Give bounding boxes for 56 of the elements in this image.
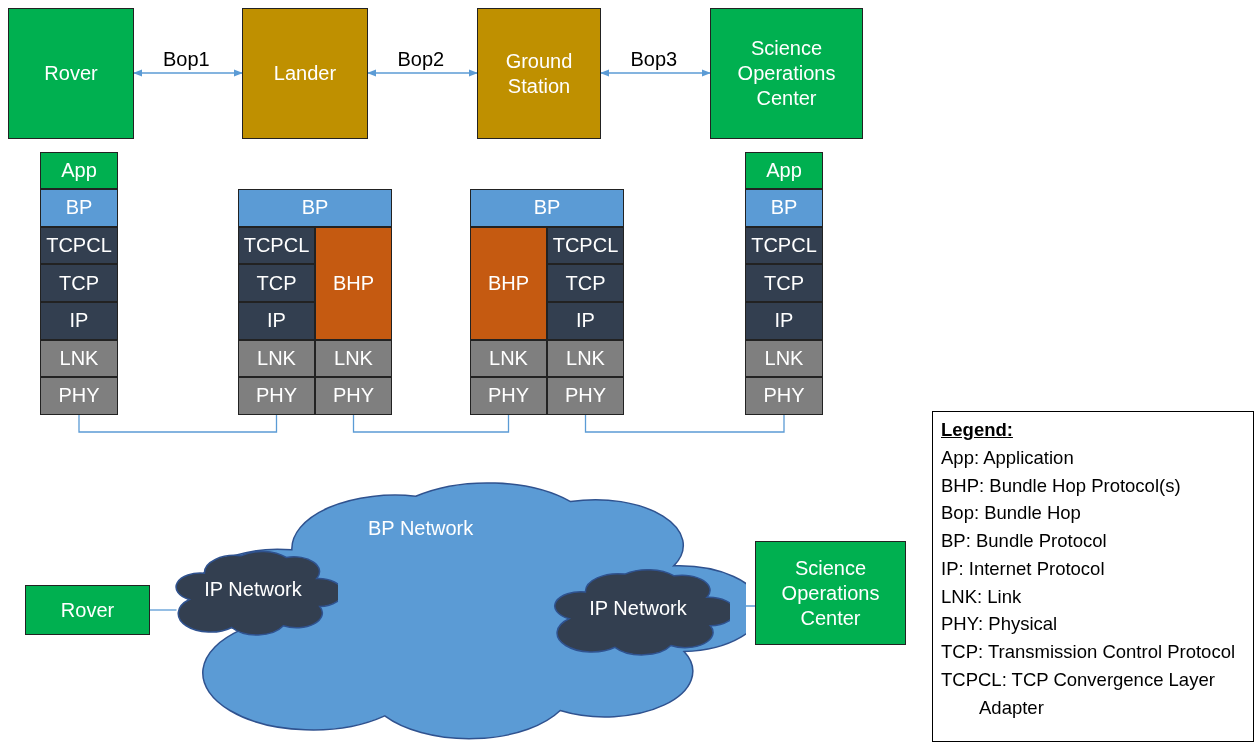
legend-heading: Legend: <box>941 418 1014 442</box>
arrow <box>367 69 478 77</box>
legend-entry: IP: Internet Protocol <box>941 556 1106 581</box>
protocol-layer: LNK <box>238 339 315 378</box>
arrow <box>600 69 711 77</box>
protocol-layer: PHY <box>40 377 118 415</box>
protocol-layer: PHY <box>470 377 547 415</box>
ground-node-box: Rover <box>25 585 150 635</box>
protocol-layer: App <box>40 151 118 190</box>
arrow <box>133 69 243 77</box>
legend-entry: BP: Bundle Protocol <box>941 529 1108 553</box>
protocol-layer: TCP <box>547 264 624 302</box>
legend-entry: PHY: Physical <box>941 612 1059 637</box>
legend-entry: BHP: Bundle Hop Protocol(s) <box>941 473 1182 498</box>
relay-node-box: Lander <box>242 8 368 139</box>
protocol-layer: App <box>745 151 823 190</box>
connector-line <box>352 414 510 433</box>
protocol-layer: IP <box>547 302 624 340</box>
protocol-layer: BP <box>40 189 118 227</box>
legend-entry: App: Application <box>941 445 1075 470</box>
legend-entry: TCPCL: TCP Convergence Layer Adapter <box>941 667 1216 720</box>
protocol-layer: LNK <box>745 339 823 378</box>
connector-line <box>584 414 785 433</box>
legend-entry: TCP: Transmission Control Protocol <box>941 640 1237 664</box>
protocol-layer: IP <box>238 302 315 340</box>
protocol-layer: IP <box>40 302 118 340</box>
protocol-layer: TCP <box>745 264 823 302</box>
protocol-layer: TCPCL <box>547 226 624 265</box>
protocol-layer: TCP <box>40 264 118 302</box>
protocol-layer: LNK <box>315 339 392 378</box>
legend-entry: LNK: Link <box>941 584 1023 609</box>
protocol-layer: TCPCL <box>745 226 823 265</box>
protocol-layer: LNK <box>40 339 118 378</box>
protocol-layer: TCPCL <box>40 226 118 265</box>
ground-node-box: Science Operations Center <box>710 8 863 139</box>
protocol-layer: IP <box>745 302 823 340</box>
protocol-layer: TCPCL <box>238 226 315 265</box>
protocol-layer: PHY <box>547 377 624 415</box>
connector-line <box>78 414 278 433</box>
protocol-layer: TCP <box>238 264 315 302</box>
protocol-layer: LNK <box>547 339 624 378</box>
protocol-layer: BHP <box>470 226 547 340</box>
protocol-layer: BHP <box>315 226 392 340</box>
protocol-layer: PHY <box>315 377 392 415</box>
protocol-layer: PHY <box>745 377 823 415</box>
legend-entry: Bop: Bundle Hop <box>941 501 1082 526</box>
network-label: BP Network <box>368 516 474 541</box>
protocol-layer: BP <box>745 189 823 227</box>
ground-node-box: Science Operations Center <box>755 541 906 645</box>
protocol-layer: LNK <box>470 339 547 378</box>
relay-node-box: Ground Station <box>477 8 601 139</box>
protocol-layer: BP <box>470 189 624 227</box>
connector-line <box>149 609 178 611</box>
protocol-layer: BP <box>238 189 392 227</box>
ground-node-box: Rover <box>8 8 134 139</box>
protocol-layer: PHY <box>238 377 315 415</box>
